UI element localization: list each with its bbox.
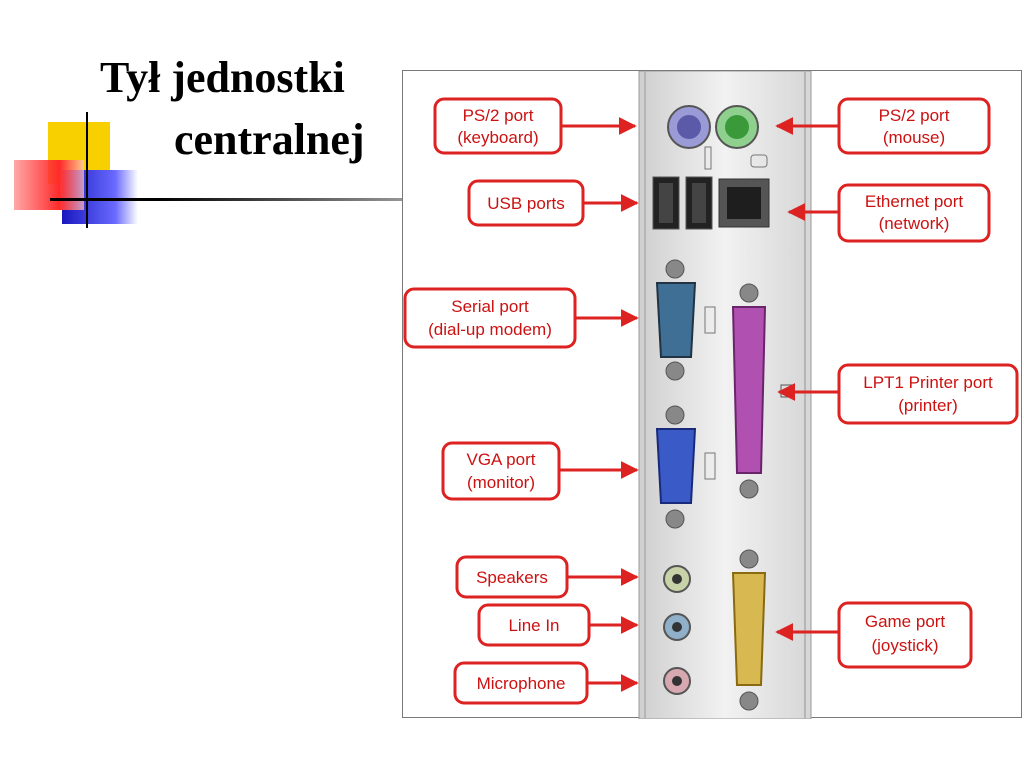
- label-ethernet-line1: Ethernet port: [865, 192, 964, 211]
- label-lpt1-line1: LPT1 Printer port: [863, 373, 993, 392]
- label-usb-line1: USB ports: [487, 194, 564, 213]
- usb-ports-image: [652, 176, 713, 230]
- vga-port-image: [655, 405, 716, 529]
- serial-port-image: [655, 259, 716, 381]
- label-ps2-keyboard-line1: PS/2 port: [463, 106, 534, 125]
- label-ps2-mouse-line2: (mouse): [883, 128, 945, 147]
- label-speakers-line1: Speakers: [476, 568, 548, 587]
- label-vga-line2: (monitor): [467, 473, 535, 492]
- label-ps2-keyboard-line2: (keyboard): [457, 128, 538, 147]
- ps2-keyboard-port-image: [667, 105, 711, 149]
- rear-panel-diagram: PS/2 port (keyboard) PS/2 port (mouse) U…: [402, 70, 1022, 719]
- deco-horizontal-line: [50, 198, 410, 201]
- slide-title-line1: Tył jednostki: [100, 53, 345, 102]
- deco-vertical-line: [86, 112, 88, 228]
- ethernet-port-image: [718, 178, 770, 228]
- label-game-line2: (joystick): [871, 636, 938, 655]
- label-ethernet-line2: (network): [879, 214, 950, 233]
- label-microphone-line1: Microphone: [477, 674, 566, 693]
- ps2-mouse-port-image: [715, 105, 759, 149]
- label-line-in-line1: Line In: [508, 616, 559, 635]
- label-lpt1-line2: (printer): [898, 396, 958, 415]
- label-game-line1: Game port: [865, 612, 946, 631]
- label-box-lpt1: [837, 363, 1019, 425]
- slide-title-line2: centralnej: [174, 115, 365, 164]
- label-vga-line1: VGA port: [467, 450, 536, 469]
- microphone-jack-image: [663, 667, 691, 695]
- label-box-game: [837, 601, 973, 669]
- line-in-jack-image: [663, 613, 691, 641]
- lpt1-port-image: [731, 283, 794, 499]
- game-port-image: [731, 549, 767, 711]
- deco-red-square: [14, 160, 84, 210]
- label-serial-line2: (dial-up modem): [428, 320, 552, 339]
- label-serial-line1: Serial port: [451, 297, 529, 316]
- speakers-jack-image: [663, 565, 691, 593]
- label-ps2-mouse-line1: PS/2 port: [879, 106, 950, 125]
